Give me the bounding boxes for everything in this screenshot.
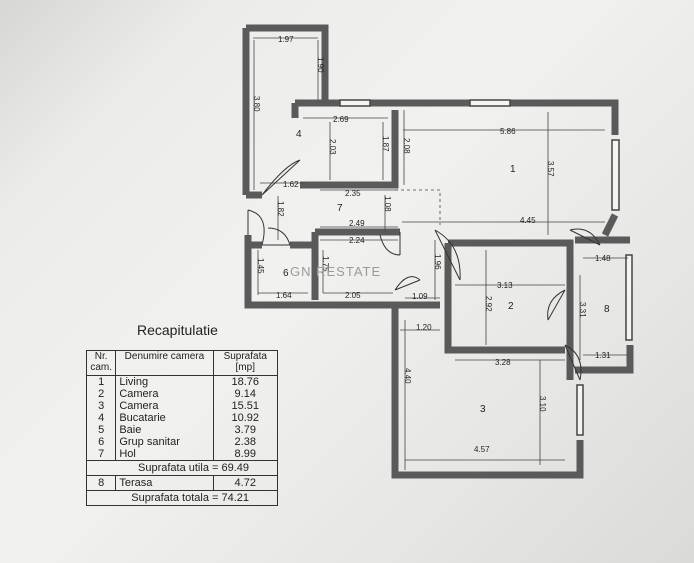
dim-label: 5.86 (500, 127, 516, 136)
room-area: 9.14 (212, 388, 279, 400)
terrace-row: 8 Terasa 4.72 (85, 475, 279, 491)
terrace-name: Terasa (115, 475, 214, 491)
total-area-label: Suprafata totala = 74.21 (86, 490, 278, 506)
dim-label: 1.48 (595, 254, 611, 263)
dim-label: 3.10 (538, 396, 547, 412)
dim-label: 2.05 (345, 291, 361, 300)
room-name: Grup sanitar (115, 436, 214, 448)
dim-label: 3.80 (252, 96, 261, 112)
terrace-number: 8 (85, 475, 117, 491)
room-area: 18.76 (212, 375, 279, 388)
room-label-6: 6 (283, 268, 289, 279)
room-name: Bucatarie (115, 412, 214, 424)
dim-label: 1.45 (256, 258, 265, 274)
dim-label: 2.03 (328, 139, 337, 155)
dim-label: 4.40 (403, 368, 412, 384)
dim-label: 1.62 (283, 180, 299, 189)
col-name-header: Denumire camera (115, 350, 214, 376)
room-number: 6 (85, 436, 117, 448)
dim-label: 1.64 (276, 291, 292, 300)
dim-label: 1.82 (276, 201, 285, 217)
room-area: 10.92 (212, 412, 279, 424)
room-label-8: 8 (604, 304, 610, 315)
room-name: Living (115, 375, 214, 388)
dimension-lines (253, 37, 628, 470)
dim-label: 2.69 (333, 115, 349, 124)
col-area-header: Suprafata [mp] (212, 350, 279, 376)
room-label-3: 3 (480, 404, 486, 415)
dim-label: 1.20 (416, 323, 432, 332)
dim-label: 1.31 (595, 351, 611, 360)
room-number: 5 (85, 424, 117, 436)
total-area-row: Suprafata totala = 74.21 (86, 490, 278, 506)
room-label-2: 2 (508, 301, 514, 312)
dimension-labels: 1.97 1.90 3.80 2.69 2.03 1.87 2.08 5.86 … (252, 35, 611, 454)
recap-title: Recapitulatie (137, 322, 218, 338)
room-name: Camera (115, 400, 214, 412)
room-name: Hol (115, 448, 214, 461)
dim-label: 1.96 (433, 254, 442, 270)
dim-label: 3.57 (546, 161, 555, 177)
watermark: GN RESTATE (290, 264, 381, 279)
room-area: 2.38 (212, 436, 279, 448)
room-label-4: 4 (296, 129, 302, 140)
room-area: 3.79 (212, 424, 279, 436)
useful-area-row: Suprafata utila = 69.49 (86, 460, 278, 476)
room-number: 2 (85, 388, 117, 400)
dim-label: 3.28 (495, 358, 511, 367)
dim-label: 2.49 (349, 219, 365, 228)
dim-label: 1.87 (381, 136, 390, 152)
room-area: 15.51 (212, 400, 279, 412)
room-name: Baie (115, 424, 214, 436)
recap-table: Nr. cam. Denumire camera Suprafata [mp] … (85, 350, 279, 506)
room-number: 3 (85, 400, 117, 412)
room-name: Camera (115, 388, 214, 400)
dim-label: 1.75 (321, 256, 330, 272)
dim-label: 3.13 (497, 281, 513, 290)
dim-label: 1.09 (412, 292, 428, 301)
dim-label: 2.08 (402, 138, 411, 154)
room-number: 1 (85, 375, 117, 388)
room-number: 4 (85, 412, 117, 424)
dim-label: 1.90 (316, 57, 325, 73)
useful-area-label: Suprafata utila = 69.49 (86, 460, 278, 476)
walls (242, 24, 634, 479)
room-numbers: 1 2 3 4 6 7 8 (283, 129, 610, 415)
dim-label: 4.45 (520, 216, 536, 225)
windows (339, 99, 633, 436)
dim-label: 2.35 (345, 189, 361, 198)
dim-label: 1.08 (383, 196, 392, 212)
col-nr-header: Nr. cam. (85, 350, 117, 376)
dim-label: 3.31 (578, 302, 587, 318)
dim-label: 1.97 (278, 35, 294, 44)
room-area: 8.99 (212, 448, 279, 461)
door-swings (247, 159, 601, 381)
room-label-7: 7 (337, 203, 343, 214)
recap-header-row: Nr. cam. Denumire camera Suprafata [mp] (85, 350, 279, 376)
room-label-1: 1 (510, 164, 516, 175)
dim-label: 2.24 (349, 236, 365, 245)
dim-label: 2.92 (484, 296, 493, 312)
terrace-area: 4.72 (212, 475, 279, 491)
dim-label: 4.57 (474, 445, 490, 454)
room-number: 7 (85, 448, 117, 461)
